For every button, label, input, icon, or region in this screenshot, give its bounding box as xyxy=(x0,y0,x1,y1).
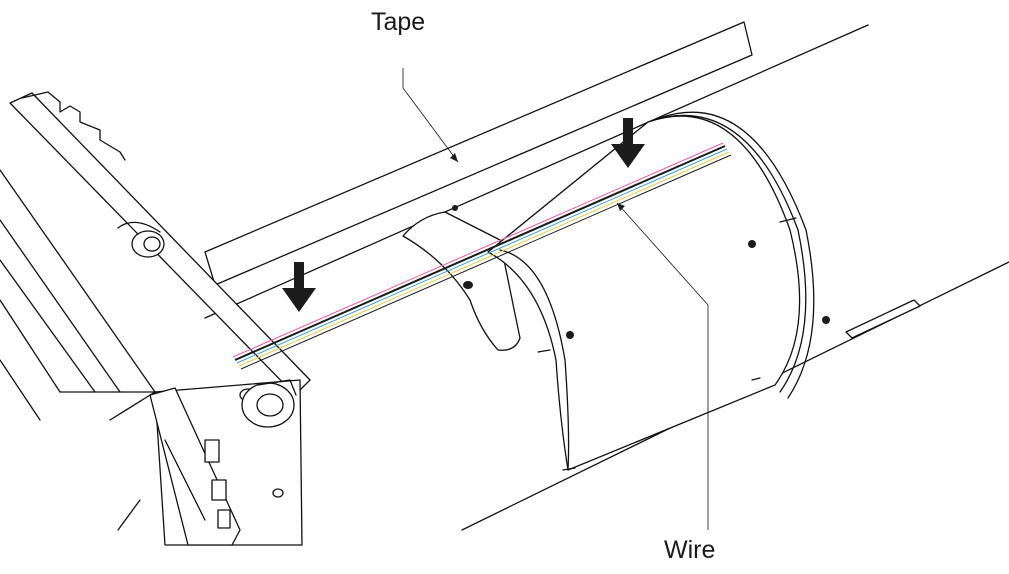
left-bracket-frame xyxy=(0,91,311,546)
wire-bundle xyxy=(232,142,732,370)
tape-callout-label: Tape xyxy=(371,8,426,36)
wire-callout-label: Wire xyxy=(664,536,716,564)
tape-strip xyxy=(204,21,753,286)
down-arrow-left xyxy=(282,262,316,312)
cable-clip xyxy=(402,211,521,351)
tube-slot xyxy=(845,299,921,339)
wire-leader-line xyxy=(616,202,709,530)
down-arrow-right xyxy=(611,118,645,168)
cylinder-sleeve xyxy=(452,111,830,471)
tape-leader-line xyxy=(402,68,459,163)
